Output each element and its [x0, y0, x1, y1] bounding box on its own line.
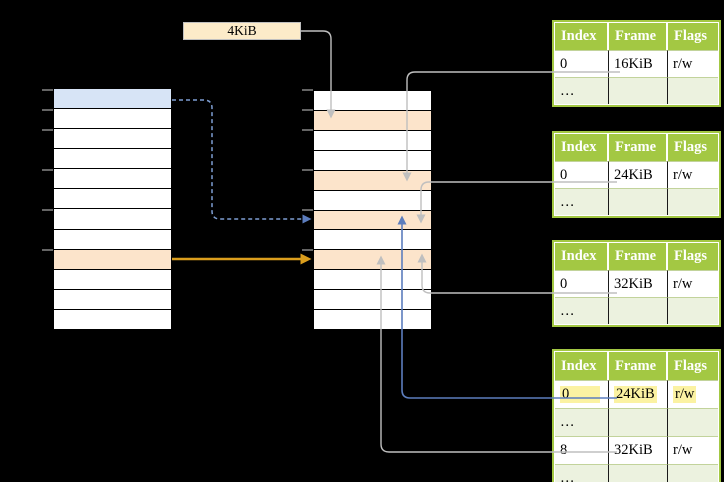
page-table-cell: …: [555, 464, 609, 482]
memory-row: [314, 191, 431, 211]
memory-row: [54, 149, 171, 170]
memory-row: [314, 310, 431, 329]
highlighted-entry-text: r/w: [673, 386, 697, 403]
page-table-header-cell: Index: [555, 352, 609, 380]
page-table-header-cell: Index: [555, 23, 609, 50]
page-table-cell: 32KiB: [609, 436, 668, 464]
page-table-cell: r/w: [668, 436, 718, 464]
memory-row: [54, 89, 171, 110]
page-table-header-cell: Frame: [609, 23, 668, 50]
memory-row: [314, 290, 431, 311]
page-table-cell: 0: [555, 50, 609, 77]
page-table-cell: 0: [555, 270, 609, 297]
memory-row: [54, 310, 171, 329]
page-table-cell: r/w: [668, 161, 718, 188]
page-table-header-cell: Index: [555, 134, 609, 161]
memory-row: [314, 250, 431, 271]
memory-row: [54, 270, 171, 290]
page-table-header-cell: Flags: [668, 352, 718, 380]
page-table-cell: [668, 188, 718, 215]
page-table-header-cell: Flags: [668, 134, 718, 161]
memory-row: [314, 170, 431, 191]
memory-row: [314, 151, 431, 171]
virtual-memory-column: [53, 88, 172, 330]
highlighted-entry-text: 0: [560, 386, 600, 403]
page-table-header-cell: Frame: [609, 134, 668, 161]
memory-row: [314, 131, 431, 151]
page-table-cell: r/w: [668, 380, 718, 408]
page-table-cell: [668, 464, 718, 482]
page-table-cell: [609, 77, 668, 104]
page-table-header-cell: Frame: [609, 352, 668, 380]
page-table-cell: 0: [555, 380, 609, 408]
page-table-header-cell: Frame: [609, 243, 668, 270]
page-table-cell: …: [555, 77, 609, 104]
memory-row: [54, 129, 171, 150]
page-table-cell: [668, 297, 718, 324]
memory-row: [54, 230, 171, 250]
memory-row: [54, 109, 171, 130]
memory-row: [54, 290, 171, 310]
page-table-cell: 32KiB: [609, 270, 668, 297]
memory-row: [54, 209, 171, 230]
page-table-cell: …: [555, 297, 609, 324]
page-size-box: 4KiB: [183, 22, 301, 40]
page-table-header-cell: Flags: [668, 243, 718, 270]
memory-row: [54, 249, 171, 270]
page-table-header-cell: Index: [555, 243, 609, 270]
page-table-cell: [609, 297, 668, 324]
page-table-cell: r/w: [668, 270, 718, 297]
page-table-cell: [609, 408, 668, 436]
page-table-cell: r/w: [668, 50, 718, 77]
page-table-cell: 24KiB: [609, 380, 668, 408]
page-size-label: 4KiB: [227, 23, 257, 38]
page-table-cell: 16KiB: [609, 50, 668, 77]
page-table-cell: [668, 408, 718, 436]
page-table-cell: 8: [555, 436, 609, 464]
physical-memory-column: [313, 90, 432, 330]
page-table-cell: [609, 464, 668, 482]
memory-row: [54, 169, 171, 190]
page-table-cell: 24KiB: [609, 161, 668, 188]
page-table-cell: …: [555, 188, 609, 215]
page-table-header-cell: Flags: [668, 23, 718, 50]
memory-row: [314, 210, 431, 231]
memory-row: [54, 189, 171, 210]
page-table-cell: [609, 188, 668, 215]
page-table-cell: …: [555, 408, 609, 436]
page-table-cell: [668, 77, 718, 104]
memory-row: [314, 270, 431, 291]
highlighted-entry-text: 24KiB: [614, 386, 657, 403]
connector-virtual-page-to-physical-dashed: [172, 99, 312, 224]
memory-row: [314, 91, 431, 111]
memory-row: [314, 110, 431, 131]
memory-row: [314, 230, 431, 251]
page-table-cell: 0: [555, 161, 609, 188]
